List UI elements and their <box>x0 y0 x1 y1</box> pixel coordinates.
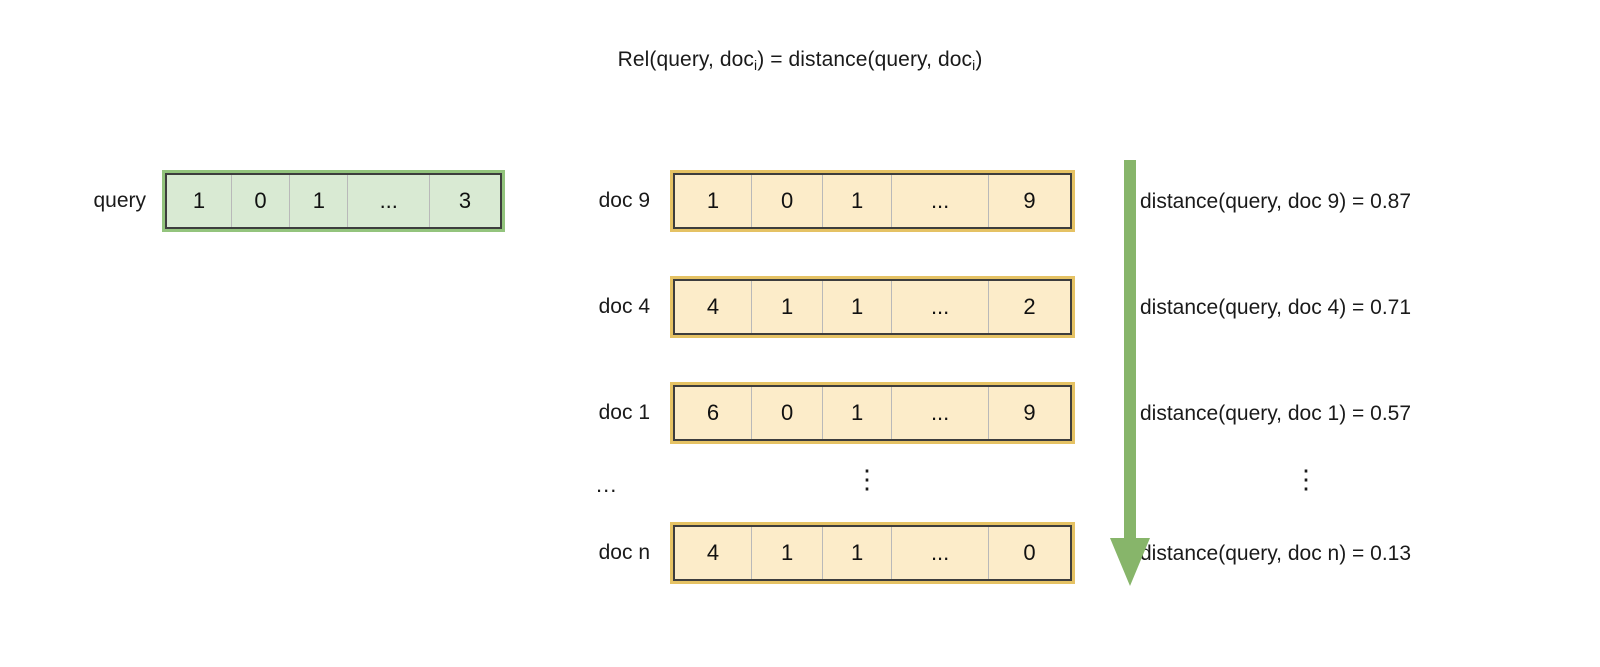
doc-cell-ellipsis: ... <box>892 175 989 227</box>
doc-cell-ellipsis: ... <box>892 387 989 439</box>
descending-rank-arrow-icon <box>1105 160 1165 592</box>
doc-vector-row: doc n 4 1 1 ... 0 <box>560 522 1075 584</box>
query-cell: 3 <box>458 188 472 213</box>
doc-cell: 6 <box>675 387 753 439</box>
doc-row-label: doc 4 <box>598 295 650 318</box>
doc-cell: 2 <box>1023 294 1036 319</box>
doc-cell: 1 <box>823 281 893 333</box>
distance-annotation: distance(query, doc 4) = 0.71 <box>1140 296 1412 319</box>
row-ellipsis-left: ... <box>596 472 618 497</box>
doc-cell: 4 <box>675 281 753 333</box>
title-subscript-2: i <box>972 57 976 74</box>
doc-vector-box: 6 0 1 ... 9 <box>670 382 1075 444</box>
doc-cell: 1 <box>752 281 824 333</box>
doc-vector-box: 1 0 1 ... 9 <box>670 170 1075 232</box>
distance-annotation: distance(query, doc 1) = 0.57 <box>1140 402 1412 425</box>
doc-cell: 1 <box>823 175 893 227</box>
page-title: Rel(query, doci) = distance(query, doci) <box>0 48 1600 74</box>
doc-cell: 0 <box>752 175 824 227</box>
doc-vector-row: doc 1 6 0 1 ... 9 <box>560 382 1075 444</box>
query-cell: 1 <box>167 175 232 227</box>
query-cell: 1 <box>290 175 349 227</box>
title-middle: ) = distance(query, doc <box>757 48 973 71</box>
doc-cell: 1 <box>752 527 824 579</box>
title-suffix: ) <box>975 48 983 71</box>
query-vector-box: 1 0 1 ... 3 <box>162 170 505 232</box>
doc-cell: 1 <box>675 175 753 227</box>
doc-vector-box: 4 1 1 ... 0 <box>670 522 1075 584</box>
doc-cell: 1 <box>823 387 893 439</box>
doc-vector-row: doc 4 4 1 1 ... 2 <box>560 276 1075 338</box>
doc-vector-box: 4 1 1 ... 2 <box>670 276 1075 338</box>
row-ellipsis-right: ⋮ <box>1293 464 1319 494</box>
doc-cell: 9 <box>1023 188 1036 213</box>
query-cell-ellipsis: ... <box>348 175 431 227</box>
doc-row-label: doc n <box>598 541 650 564</box>
row-ellipsis-center: ⋮ <box>854 464 880 494</box>
doc-cell: 0 <box>1023 540 1036 565</box>
doc-row-label: doc 9 <box>598 189 650 212</box>
query-vector-row: query 1 0 1 ... 3 <box>60 170 505 232</box>
doc-row-label: doc 1 <box>598 401 650 424</box>
doc-cell: 1 <box>823 527 893 579</box>
doc-cell: 0 <box>752 387 824 439</box>
doc-cell-ellipsis: ... <box>892 527 989 579</box>
distance-annotation: distance(query, doc 9) = 0.87 <box>1140 190 1412 213</box>
query-cell: 0 <box>232 175 291 227</box>
doc-cell: 9 <box>1023 400 1036 425</box>
title-prefix: Rel(query, doc <box>617 48 754 71</box>
doc-cell-ellipsis: ... <box>892 281 989 333</box>
distance-annotation: distance(query, doc n) = 0.13 <box>1140 542 1412 565</box>
doc-cell: 4 <box>675 527 753 579</box>
doc-vector-row: doc 9 1 0 1 ... 9 <box>560 170 1075 232</box>
title-subscript-1: i <box>754 57 758 74</box>
query-row-label: query <box>93 189 146 212</box>
